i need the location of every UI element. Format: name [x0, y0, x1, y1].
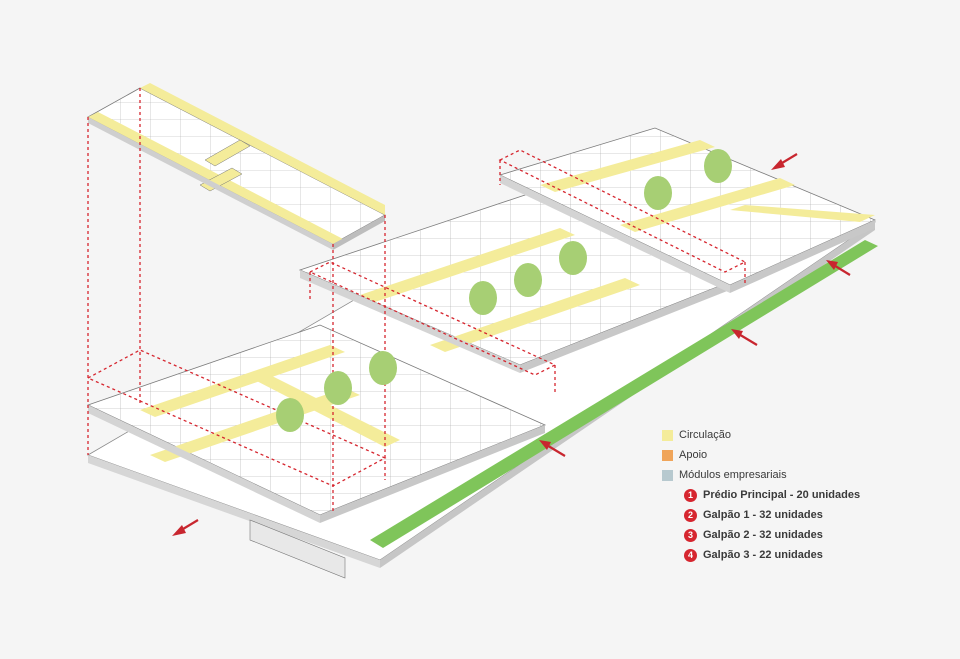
- building-number-badge: 1: [684, 488, 697, 502]
- building-number-badge: 2: [684, 508, 697, 522]
- support-swatch: [662, 449, 673, 461]
- legend-label: Galpão 2 - 32 unidades: [703, 529, 823, 541]
- legend-building-3: 3 Galpão 2 - 32 unidades: [662, 525, 860, 545]
- warehouse-block-3: [498, 127, 877, 293]
- legend-item-modules: Módulos empresariais: [662, 465, 860, 485]
- legend-item-circulation: Circulação: [662, 425, 860, 445]
- main-building-upper-floor: [87, 83, 386, 250]
- legend-label: Galpão 1 - 32 unidades: [703, 509, 823, 521]
- legend-label: Galpão 3 - 22 unidades: [703, 549, 823, 561]
- tree-icon: [324, 371, 352, 405]
- tree-icon: [469, 281, 497, 315]
- entrance-arrow-icon: [172, 519, 199, 536]
- legend-label: Circulação: [679, 429, 731, 441]
- building-number-badge: 4: [684, 548, 697, 562]
- entrance-arrow-icon: [826, 260, 851, 276]
- legend-item-support: Apoio: [662, 445, 860, 465]
- entrance-arrow-icon: [539, 440, 566, 457]
- legend-label: Prédio Principal - 20 unidades: [703, 489, 861, 501]
- trees: [276, 149, 732, 432]
- entrance-arrows: [172, 153, 851, 536]
- legend-building-4: 4 Galpão 3 - 22 unidades: [662, 545, 860, 565]
- warehouse-block-1: [86, 324, 547, 523]
- tree-icon: [644, 176, 672, 210]
- tree-icon: [276, 398, 304, 432]
- building-number-badge: 3: [684, 528, 697, 542]
- tree-icon: [514, 263, 542, 297]
- legend-building-1: 1 Prédio Principal - 20 unidades: [662, 485, 860, 505]
- legend-building-2: 2 Galpão 1 - 32 unidades: [662, 505, 860, 525]
- entrance-arrow-icon: [771, 153, 798, 170]
- circulation-swatch: [662, 429, 673, 441]
- red-dashed-outlines: [86, 88, 747, 512]
- entrance-arrow-icon: [731, 329, 758, 346]
- green-strip: [370, 240, 878, 548]
- legend: Circulação Apoio Módulos empresariais 1 …: [662, 425, 860, 565]
- legend-label: Módulos empresariais: [679, 469, 787, 481]
- tree-icon: [369, 351, 397, 385]
- tree-icon: [704, 149, 732, 183]
- legend-label: Apoio: [679, 449, 708, 461]
- tree-icon: [559, 241, 587, 275]
- modules-swatch: [662, 469, 673, 481]
